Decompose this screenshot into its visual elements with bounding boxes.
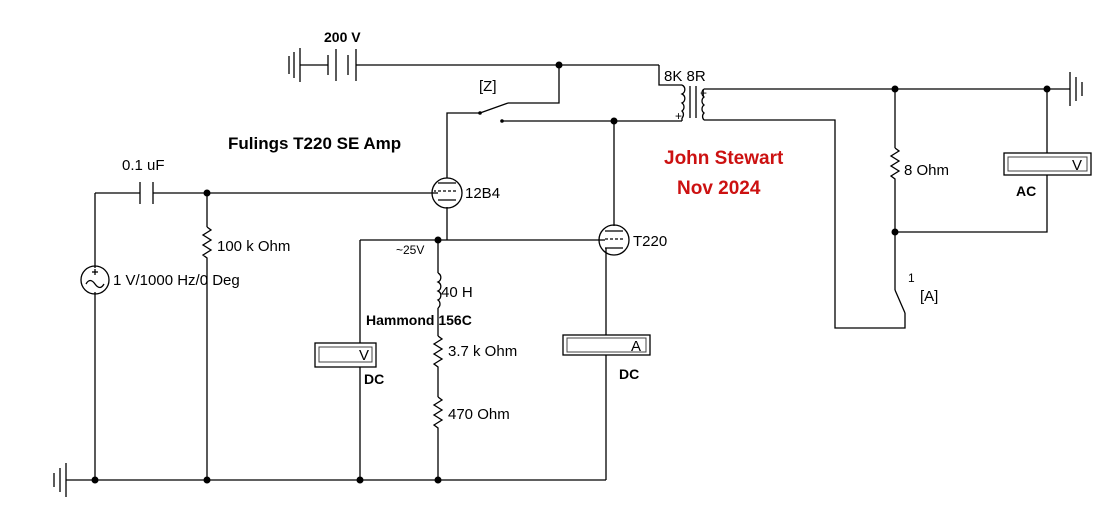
transformer-label: 8K 8R [664,68,706,85]
output-tube-label: T220 [633,233,667,250]
load-resistor-8ohm: 8 Ohm [889,147,949,190]
ground-symbol-bottom [53,463,67,497]
voltmeter-dc-unit: V [359,347,369,364]
choke-inductor: 40 H Hammond 156C [366,272,473,328]
wires [66,64,1070,481]
choke-part-label: Hammond 156C [366,312,472,328]
circuit-title: Fulings T220 SE Amp [228,134,401,153]
switch-z-label: [Z] [479,78,497,95]
supply-voltage-label: 200 V [324,29,361,45]
ammeter-dc-unit: A [631,338,641,355]
ground-symbol-supply [288,48,301,82]
capacitor-label: 0.1 uF [122,157,165,174]
ammeter-dc-mode: DC [619,366,639,382]
primary-polarity: + [675,109,682,123]
switch-z: [Z] [478,78,509,123]
author-label: John Stewart [664,148,784,169]
resistor-470-label: 470 Ohm [448,406,510,423]
output-tube-t220: T220 [598,224,667,256]
driver-tube-label: 12B4 [465,185,500,202]
source-label: 1 V/1000 Hz/0 Deg [113,272,240,289]
voltmeter-dc-mode: DC [364,371,384,387]
switch-a-label: [A] [920,288,938,305]
grid-resistor-label: 100 k Ohm [217,238,290,255]
ground-symbol-right [1069,72,1083,106]
driver-tube-12b4: 12B4 [431,177,500,209]
voltmeter-ac: V AC [1003,152,1092,199]
grid-resistor: 100 k Ohm [201,226,290,262]
voltmeter-ac-mode: AC [1016,183,1036,199]
choke-label: 40 H [441,284,473,301]
load-label: 8 Ohm [904,162,949,179]
date-label: Nov 2024 [677,178,761,199]
output-transformer: + + 8K 8R [664,68,707,123]
dc-supply: 200 V [288,29,361,82]
switch-a-mark: 1 [908,271,915,285]
secondary-polarity: + [700,86,707,100]
node-voltage-label: ~25V [396,243,424,257]
ammeter-dc: A DC [562,334,651,382]
voltmeter-dc: V DC [314,342,384,387]
ac-source: 1 V/1000 Hz/0 Deg [80,265,240,295]
coupling-capacitor: 0.1 uF [122,157,165,204]
voltmeter-ac-unit: V [1072,157,1082,174]
resistor-3k7-label: 3.7 k Ohm [448,343,517,360]
resistor-470: 470 Ohm [432,396,510,432]
junctions [91,61,1051,484]
switch-a: 1 [A] [894,271,938,314]
resistor-3k7: 3.7 k Ohm [432,335,517,371]
